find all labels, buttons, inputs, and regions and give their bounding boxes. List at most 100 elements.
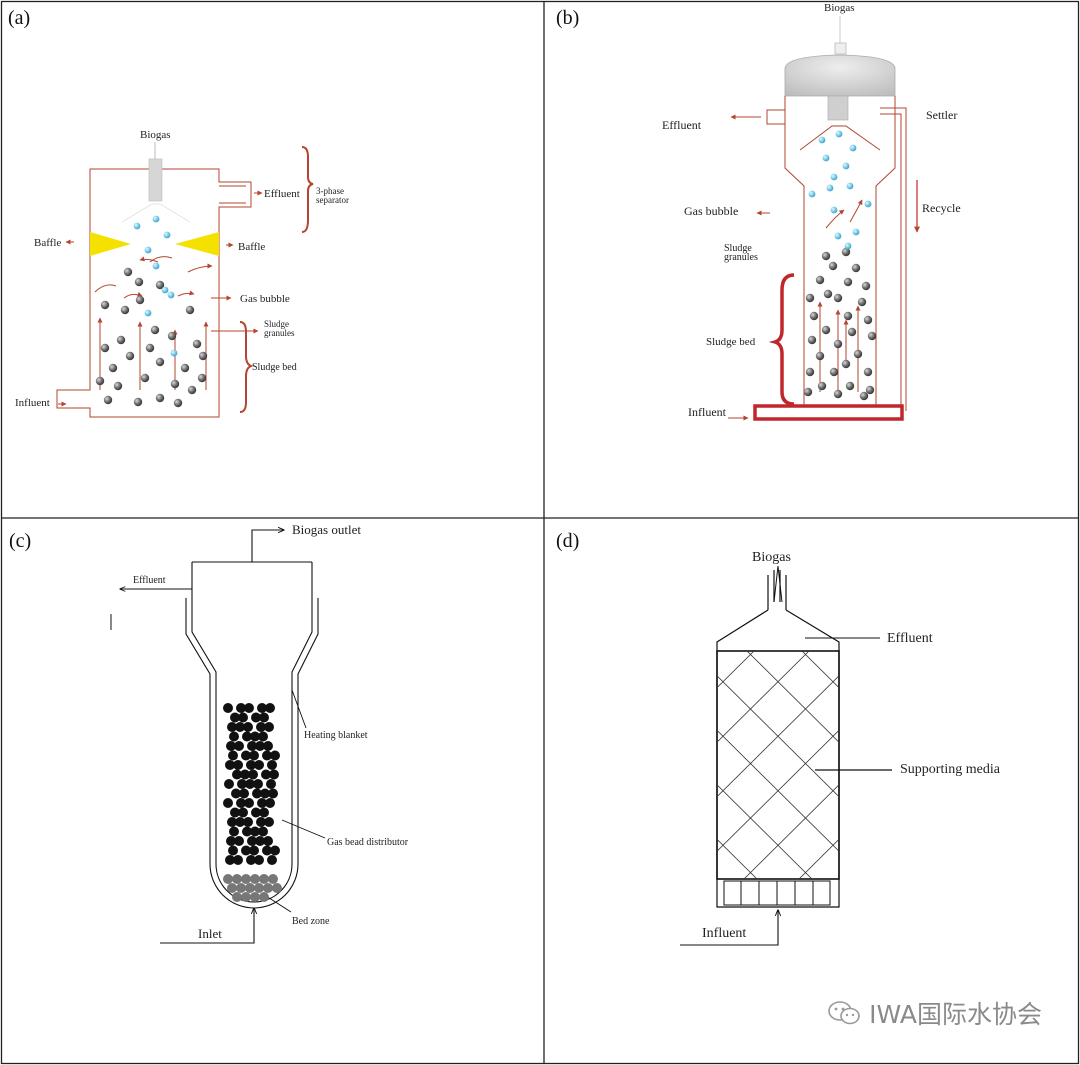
sludge-granule	[847, 327, 857, 337]
sludge-granule	[108, 363, 118, 373]
upflow-arrows-b	[817, 199, 863, 392]
media-bead	[226, 836, 236, 846]
media-bead	[238, 807, 248, 818]
baffle-right	[175, 232, 219, 256]
sludge-granule	[861, 281, 871, 291]
gas-bubble	[830, 173, 838, 181]
sludge-granule	[116, 335, 126, 345]
media-bead	[223, 703, 233, 713]
sludge-granule	[103, 395, 113, 405]
media-bead	[255, 836, 265, 846]
sludge-granule	[134, 277, 144, 287]
sludge-granule	[867, 331, 877, 341]
media-bead	[251, 807, 261, 818]
media-bead	[247, 741, 257, 751]
label-granules-b1: Sludge	[724, 243, 752, 254]
media-bead	[262, 845, 272, 856]
sludge-granule	[809, 311, 819, 321]
bed-granule	[245, 883, 255, 893]
label-sludge-bed-a: Sludge bed	[252, 362, 297, 373]
label-heating-blanket: Heating blanket	[304, 730, 368, 741]
media-bead	[253, 779, 263, 789]
biogas-pipe-a	[148, 158, 163, 202]
sludge-granule	[150, 325, 160, 335]
sludge-granule	[828, 261, 838, 271]
sludge-granule	[843, 311, 853, 321]
media-bead	[241, 750, 251, 761]
media-bead	[244, 798, 254, 808]
gas-bubble	[161, 286, 169, 294]
bed-zone-granules-c	[223, 874, 282, 902]
media-mesh-line	[417, 651, 647, 879]
media-bead	[261, 769, 271, 780]
sludge-granule	[170, 379, 180, 389]
brace-sludge-bed-b	[768, 273, 795, 406]
sludge-granule	[815, 275, 825, 285]
sludge-granule	[123, 267, 133, 277]
bed-granule	[227, 883, 237, 893]
media-bead	[259, 712, 269, 723]
media-bead	[265, 703, 275, 713]
media-mesh-line	[717, 651, 755, 689]
media-bead	[235, 817, 245, 827]
media-bead	[246, 855, 256, 865]
media-beads-c	[223, 703, 280, 865]
bed-granule	[223, 874, 233, 884]
bed-granule	[232, 892, 242, 902]
gas-bubble	[818, 136, 826, 144]
bed-granule	[263, 883, 273, 893]
brace-sludge-bed-a	[239, 321, 254, 413]
media-bead	[267, 855, 277, 865]
media-bead	[236, 703, 246, 713]
sludge-granule	[863, 367, 873, 377]
label-settler: Settler	[926, 108, 957, 122]
label-influent-d: Influent	[702, 926, 746, 941]
label-biogas-d: Biogas	[752, 550, 791, 565]
media-bead	[270, 750, 280, 761]
media-mesh-line	[717, 729, 839, 852]
sludge-granule	[833, 293, 843, 303]
media-bead	[234, 741, 244, 751]
sludge-granule	[857, 297, 867, 307]
media-bead	[254, 855, 264, 865]
recycle-line	[880, 107, 907, 411]
media-bead	[240, 769, 250, 780]
label-inlet: Inlet	[198, 926, 222, 941]
sludge-granule	[833, 389, 843, 399]
sludge-granule	[180, 363, 190, 373]
gas-bubble	[835, 130, 843, 138]
media-bead	[226, 741, 236, 751]
sludge-granule	[155, 357, 165, 367]
label-recycle: Recycle	[922, 201, 961, 215]
gas-bubble	[852, 228, 860, 236]
media-mesh-line	[717, 651, 810, 743]
media-bead	[235, 722, 245, 732]
label-baffle-right: Baffle	[238, 241, 265, 253]
media-bead	[269, 769, 279, 780]
sludge-granules-b	[803, 247, 877, 401]
sludge-granule	[173, 398, 183, 408]
panel-b: (b) Biogas Effluent Settler Recycle Gas …	[556, 2, 961, 421]
media-bead	[241, 845, 251, 856]
media-bead	[245, 779, 255, 789]
media-bead	[242, 731, 252, 742]
sludge-granule	[823, 289, 833, 299]
media-mesh-line	[472, 651, 702, 879]
media-bead	[264, 722, 274, 732]
sludge-granule	[821, 251, 831, 261]
sludge-granule	[845, 381, 855, 391]
media-bead	[250, 731, 260, 742]
distribution-base-b	[753, 404, 904, 421]
media-bead	[239, 788, 249, 799]
media-bead	[225, 855, 235, 865]
media-bead	[232, 769, 242, 780]
media-mesh-line	[1022, 651, 1080, 879]
label-sludge-bed-b: Sludge bed	[706, 336, 756, 348]
sludge-granule	[807, 335, 817, 345]
media-mesh-line	[717, 675, 839, 798]
baffle-left	[90, 232, 131, 256]
sludge-granule	[135, 295, 145, 305]
sludge-granule	[187, 385, 197, 395]
media-bead	[236, 798, 246, 808]
panel-b-letter: (b)	[556, 7, 579, 29]
